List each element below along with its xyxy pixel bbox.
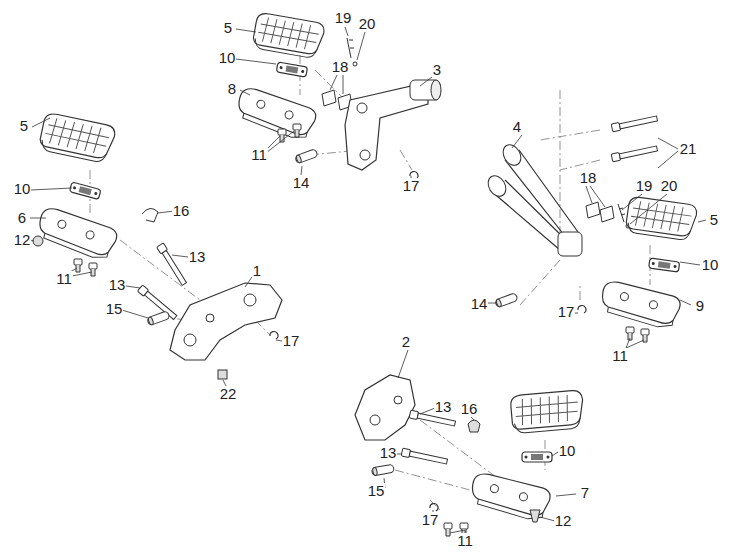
- callout-number: 21: [679, 141, 698, 157]
- callout-number: 12: [13, 232, 32, 248]
- callout-number: 18: [331, 59, 350, 75]
- callout-number: 13: [188, 249, 207, 265]
- callout-number: 10: [13, 181, 32, 197]
- callout-number: 10: [701, 257, 720, 273]
- callout-number: 16: [172, 203, 191, 219]
- callout-number: 20: [358, 16, 377, 32]
- callout-number: 7: [580, 485, 590, 501]
- callout-number: 11: [611, 348, 629, 364]
- callout-number: 17: [421, 512, 440, 528]
- callout-number: 13: [434, 399, 453, 415]
- callout-number: 17: [282, 333, 301, 349]
- callout-number: 16: [460, 401, 479, 417]
- callout-number: 6: [17, 210, 27, 226]
- callout-number: 17: [557, 304, 576, 320]
- callout-number: 3: [432, 62, 442, 78]
- callout-number: 14: [470, 296, 489, 312]
- callout-number: 14: [292, 175, 311, 191]
- callout-number: 19: [334, 10, 353, 26]
- callout-number: 11: [250, 147, 268, 163]
- callout-number: 9: [695, 298, 705, 314]
- callout-number: 4: [512, 119, 522, 135]
- callout-number: 10: [218, 50, 237, 66]
- callout-number: 11: [55, 271, 73, 287]
- callout-number: 5: [223, 20, 233, 36]
- callout-number: 13: [108, 277, 127, 293]
- callout-number: 12: [554, 513, 573, 529]
- callout-number: 11: [456, 533, 474, 549]
- callout-number: 15: [367, 483, 386, 499]
- callout-number: 8: [227, 81, 237, 97]
- callout-number: 19: [635, 178, 654, 194]
- callout-number: 1: [252, 263, 262, 279]
- callout-number: 13: [379, 445, 398, 461]
- callout-number: 22: [219, 386, 238, 402]
- callout-number: 10: [558, 443, 577, 459]
- callout-number: 2: [401, 334, 411, 350]
- callout-number: 18: [579, 170, 598, 186]
- callout-number: 5: [19, 118, 29, 134]
- callout-number: 15: [105, 301, 124, 317]
- callout-number: 5: [709, 212, 719, 228]
- callout-number: 20: [660, 178, 679, 194]
- callout-number: 17: [402, 178, 421, 194]
